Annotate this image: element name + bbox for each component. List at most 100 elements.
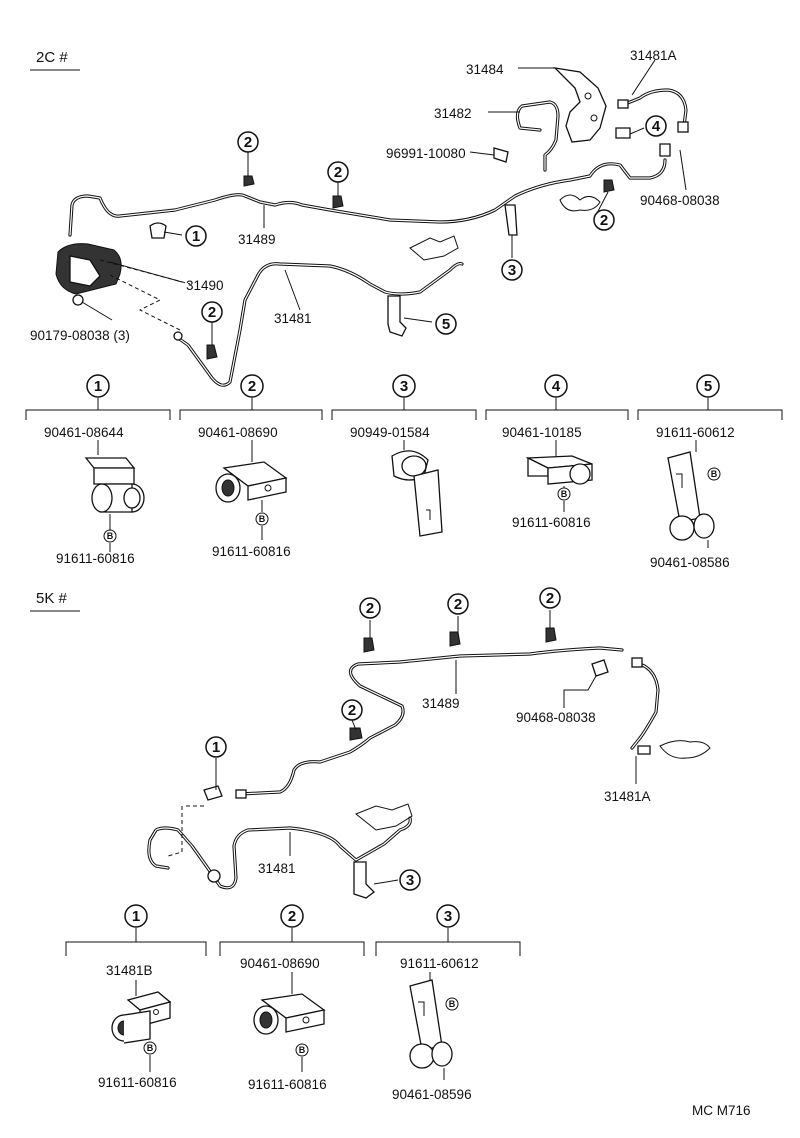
leaders-top: [81, 59, 687, 345]
detail-bottom-callout-3: 3: [436, 904, 460, 928]
svg-text:5: 5: [704, 378, 712, 395]
svg-text:2: 2: [244, 134, 252, 151]
clip2-drawing: [215, 440, 288, 512]
bottom-clip1-bolt-number: 91611-60816: [98, 1075, 177, 1090]
callout-2-b: 2: [327, 161, 349, 183]
b-marker-bottom-clip1: B: [143, 1041, 157, 1055]
engine-outline-a: [559, 194, 601, 212]
clip1-part-number: 90461-08644: [44, 425, 124, 440]
pipe-31481-bottom: [147, 816, 412, 890]
label-90179-08038: 90179-08038 (3): [30, 328, 130, 343]
svg-text:1: 1: [132, 908, 140, 925]
label-31481: 31481: [274, 311, 312, 326]
bracket-31484: [553, 67, 607, 143]
hose-31481a-bottom: [630, 657, 660, 755]
callout-1-top: 1: [185, 225, 207, 247]
clip1-drawing: [84, 440, 145, 530]
pipe-31481-top: [176, 262, 464, 387]
clip-96991: [493, 147, 509, 163]
pipe-31489-top: [68, 158, 667, 237]
detail-bottom-callout-1: 1: [124, 904, 148, 928]
b-marker-bottom-clip2: B: [295, 1043, 309, 1057]
b-marker-clip2: B: [255, 512, 269, 526]
bottom-clip-brackets: [65, 928, 521, 956]
b-marker-clip4: B: [557, 487, 571, 501]
clip4-drawing: [525, 440, 593, 488]
svg-text:B: B: [299, 1045, 306, 1055]
svg-text:3: 3: [508, 262, 516, 279]
clip2-part-number: 90461-08690: [198, 425, 278, 440]
clip-bottom-a: [363, 637, 375, 653]
callout-1-bottom: 1: [205, 736, 227, 758]
detail-bottom-callout-2: 2: [280, 904, 304, 928]
svg-text:2: 2: [454, 596, 462, 613]
clip-top-g: [659, 143, 671, 157]
clip3-part-number: 90949-01584: [350, 425, 430, 440]
bottom-clip2-drawing: [253, 972, 326, 1035]
clip-top-f: [615, 127, 631, 139]
label-90468-08038: 90468-08038: [640, 193, 720, 208]
callout-2-bottom-c: 2: [539, 587, 561, 609]
svg-text:2: 2: [288, 908, 296, 925]
b-marker-clip5: B: [707, 467, 721, 481]
svg-text:1: 1: [94, 378, 102, 395]
clip5-part-number: 90461-08586: [650, 555, 730, 570]
b-marker-bottom-clip3: B: [445, 997, 459, 1011]
hose-fitting: [637, 745, 651, 755]
callout-2-bottom-b: 2: [447, 593, 469, 615]
fitting-bottom-a: [207, 869, 221, 883]
detail-callout-4: 4: [544, 374, 568, 398]
bracket-top-5: [387, 295, 407, 337]
svg-text:B: B: [449, 999, 456, 1009]
detail-callout-1: 1: [86, 374, 110, 398]
hose-31481a-top: [617, 88, 689, 133]
detail-callout-3: 3: [392, 374, 416, 398]
clip-bottom-e: [591, 659, 609, 677]
clip-bottom-b: [449, 631, 461, 647]
engine-outline-b: [409, 235, 459, 261]
svg-text:5: 5: [442, 316, 450, 333]
svg-text:B: B: [259, 514, 266, 524]
fitting-bottom-b: [235, 789, 247, 799]
svg-text:4: 4: [552, 378, 561, 395]
engine-outline-d: [355, 803, 413, 831]
pipe-31482: [515, 100, 560, 172]
bottom-clip2-part-number: 90461-08690: [240, 956, 320, 971]
svg-text:3: 3: [444, 908, 452, 925]
label-31481a: 31481A: [630, 48, 677, 63]
callout-5-top: 5: [435, 313, 457, 335]
svg-text:2: 2: [334, 164, 342, 181]
callout-2-c: 2: [593, 209, 615, 231]
svg-text:2: 2: [546, 590, 554, 607]
clip-top-a: [243, 175, 255, 187]
clip-top-d: [206, 344, 218, 360]
leaders-bottom: [215, 610, 637, 885]
svg-text:3: 3: [400, 378, 408, 395]
pipe-31489-bottom: [238, 646, 624, 796]
leader-dashed-clip1: [167, 806, 183, 857]
svg-text:1: 1: [212, 739, 220, 756]
callout-2-a: 2: [237, 131, 259, 153]
svg-text:2: 2: [366, 600, 374, 617]
b-marker-clip1: B: [103, 529, 117, 543]
bottom-clip1-drawing: [111, 980, 172, 1044]
callout-4-top: 4: [645, 115, 667, 137]
clip5-drawing: [667, 440, 715, 548]
section-title-2c: 2C #: [36, 49, 68, 66]
svg-text:B: B: [561, 489, 568, 499]
top-clip-brackets: [25, 398, 783, 420]
bottom-clip2-bolt-number: 91611-60816: [248, 1077, 327, 1092]
hose-fitting: [617, 99, 629, 109]
svg-text:4: 4: [652, 118, 661, 135]
detail-callout-5: 5: [696, 374, 720, 398]
svg-text:2: 2: [348, 702, 356, 719]
callout-3-top: 3: [501, 259, 523, 281]
label-31489: 31489: [238, 232, 276, 247]
diagram-code: MC M716: [692, 1103, 751, 1118]
clip2-bolt-number: 91611-60816: [212, 544, 291, 559]
clip-top-c: [603, 179, 615, 193]
clip3-drawing: [391, 440, 443, 537]
clip5-bolt-number: 91611-60612: [656, 425, 735, 440]
bracket-bottom-3: [353, 861, 375, 899]
